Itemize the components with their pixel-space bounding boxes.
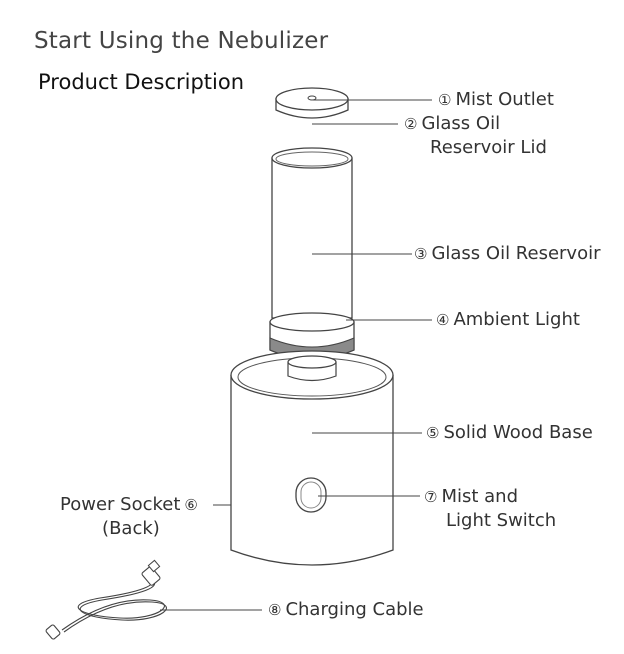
page-title: Start Using the Nebulizer [34, 28, 329, 54]
switch-button-illustration [295, 477, 327, 513]
reservoir-lid-illustration [275, 87, 349, 119]
charging-cable-illustration [45, 559, 167, 640]
wood-base-illustration [230, 350, 394, 566]
glass-reservoir-illustration [271, 147, 353, 319]
section-subtitle: Product Description [38, 70, 245, 94]
